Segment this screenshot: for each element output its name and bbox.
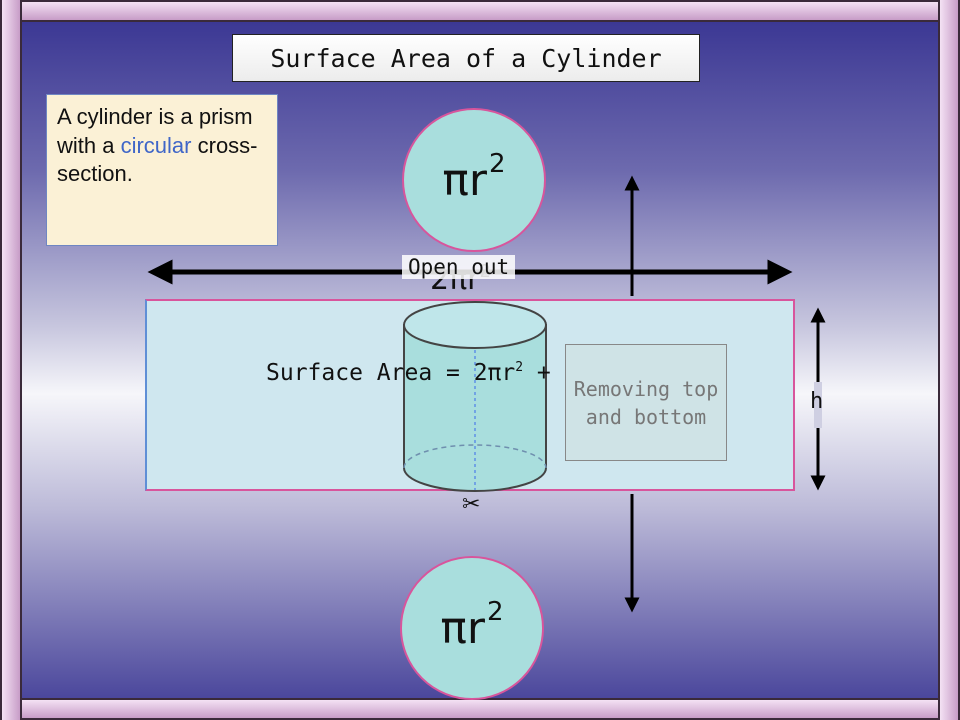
page-title: Surface Area of a Cylinder: [232, 34, 700, 82]
top-circle-label: πr: [442, 154, 488, 206]
bottom-circle-label: πr: [440, 602, 486, 654]
top-circle-exponent: 2: [489, 149, 506, 179]
cylinder-top-face: [403, 301, 547, 349]
cylinder: [403, 301, 547, 492]
removing-note: Removing top and bottom: [565, 344, 727, 461]
definition-box: A cylinder is a prism with a circular cr…: [46, 94, 278, 246]
cylinder-bottom-back: [403, 444, 547, 469]
cylinder-body: [403, 324, 547, 492]
title-text: Surface Area of a Cylinder: [270, 43, 662, 73]
definition-text-before: A cylinder is a prism with a: [57, 104, 253, 158]
definition-highlight: circular: [120, 132, 192, 158]
open-out-label: Open out: [402, 255, 516, 279]
definition-text-after: cross-section.: [57, 132, 258, 187]
scissors-icon: ✂: [462, 492, 481, 517]
bottom-circle-exponent: 2: [487, 597, 504, 627]
formula-part1: Surface Area = 2πr: [266, 360, 516, 386]
height-label: h: [810, 389, 824, 414]
frame-top: [0, 0, 960, 22]
frame-right: [938, 0, 960, 720]
formula-exponent: 2: [515, 360, 524, 375]
frame-left: [0, 0, 22, 720]
